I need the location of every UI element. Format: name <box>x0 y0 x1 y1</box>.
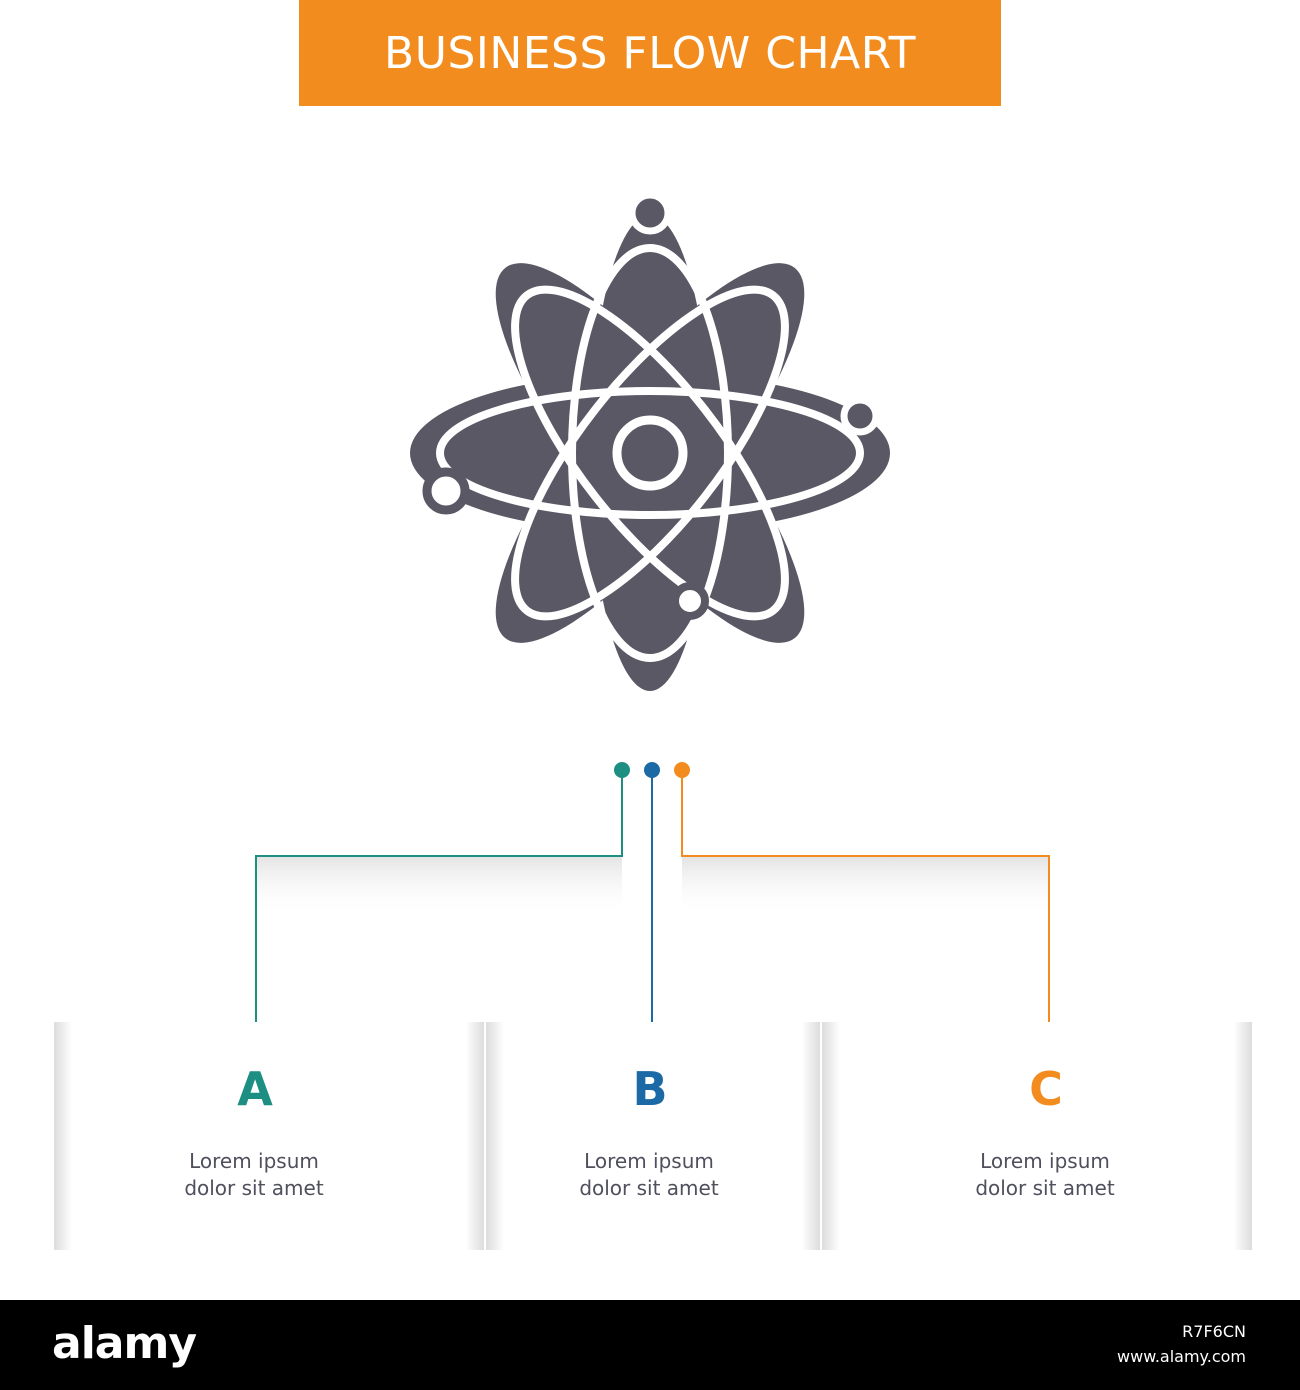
atom-icon <box>400 191 900 705</box>
step-a-line2: dolor sit amet <box>184 1176 324 1200</box>
step-c-letter: C <box>1029 1062 1063 1116</box>
step-c-line1: Lorem ipsum <box>980 1149 1110 1173</box>
step-b-line1: Lorem ipsum <box>584 1149 714 1173</box>
step-c-text: Lorem ipsum dolor sit amet <box>915 1148 1175 1202</box>
connector-c <box>681 770 1050 1036</box>
step-b-letter: B <box>632 1062 668 1116</box>
chart-title-banner: BUSINESS FLOW CHART <box>299 0 1001 106</box>
step-a-text: Lorem ipsum dolor sit amet <box>124 1148 384 1202</box>
footer-url: www.alamy.com <box>1117 1347 1246 1366</box>
step-a-panel <box>54 1022 484 1250</box>
connector-a-dot <box>614 762 630 778</box>
step-b-panel <box>486 1022 820 1250</box>
step-b-line2: dolor sit amet <box>579 1176 719 1200</box>
chart-title: BUSINESS FLOW CHART <box>384 27 916 79</box>
step-b-text: Lorem ipsum dolor sit amet <box>519 1148 779 1202</box>
step-a-letter: A <box>237 1062 273 1116</box>
step-c-line2: dolor sit amet <box>975 1176 1115 1200</box>
footer-logo: alamy <box>52 1318 197 1369</box>
step-c-panel <box>822 1022 1252 1250</box>
connector-a <box>255 770 623 1036</box>
connector-c-dot <box>674 762 690 778</box>
footer-bar <box>0 1300 1300 1390</box>
footer-image-id: R7F6CN <box>1182 1322 1246 1341</box>
step-a-line1: Lorem ipsum <box>189 1149 319 1173</box>
connector-b-dot <box>644 762 660 778</box>
